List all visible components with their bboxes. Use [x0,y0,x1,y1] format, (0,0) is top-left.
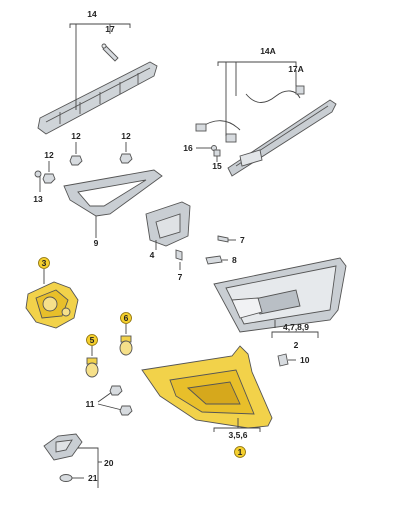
label-15: 15 [212,161,222,171]
part-14a-brake-light-assembly[interactable] [227,99,337,177]
label-7b: 7 [178,272,183,282]
part-12-nut-right[interactable]: 12 [119,131,133,164]
part-7-screw-upper[interactable]: 7 [217,235,245,245]
label-4: 4 [150,250,155,260]
part-10-screw[interactable]: 10 [277,353,310,367]
part-5-bulb[interactable]: 5 [85,334,99,378]
part-11-nuts[interactable]: 11 [86,385,133,416]
part-6-bulb[interactable]: 6 [119,312,133,356]
label-356: 3,5,6 [229,430,248,440]
label-478: 4,7,8,9 [283,322,309,332]
part-20-connector[interactable]: 20 [43,433,114,488]
part-9-mounting-frame[interactable]: 9 [63,169,163,248]
part-21-clip[interactable]: 21 [59,473,98,483]
callout-14: 14 17 [69,9,131,110]
part-17-bulb-holder[interactable] [101,43,119,62]
part-8-clip[interactable]: 8 [205,255,237,265]
label-5: 5 [90,335,95,345]
label-14: 14 [87,9,97,19]
callout-2: 4,7,8,9 2 [271,320,319,350]
label-12b: 12 [121,131,131,141]
label-1: 1 [238,447,243,457]
label-14a: 14A [260,46,276,56]
badge-3: 3 [38,257,50,284]
part-4-bracket[interactable]: 4 [145,201,191,260]
label-8: 8 [232,255,237,265]
part-16-screw[interactable]: 16 [183,143,217,153]
label-10: 10 [300,355,310,365]
label-11: 11 [86,399,95,409]
label-7a: 7 [240,235,245,245]
callout-1: 3,5,6 1 [213,418,261,458]
part-2-inner-tail-light[interactable] [213,257,347,333]
part-15-clip[interactable]: 15 [212,149,222,171]
label-17a: 17A [288,64,304,74]
label-3: 3 [42,258,47,268]
part-14-brake-light-bar[interactable] [37,61,158,135]
label-13: 13 [33,194,43,204]
callout-14a: 14A 17A [217,46,304,136]
part-17a-wiring-harness[interactable] [195,85,305,143]
label-9: 9 [94,238,99,248]
label-12a: 12 [71,131,81,141]
label-12c: 12 [44,150,54,160]
label-20: 20 [104,458,114,468]
part-12-nut-left[interactable]: 12 [69,131,83,166]
part-7-screw-lower[interactable]: 7 [175,249,183,282]
label-16: 16 [183,143,193,153]
label-21: 21 [88,473,98,483]
label-6: 6 [124,313,129,323]
part-13-nut[interactable]: 12 13 [33,150,56,204]
part-1-outer-tail-light[interactable] [141,345,273,429]
part-3-bulb-carrier[interactable] [25,281,79,329]
label-2: 2 [294,340,299,350]
label-17: 17 [105,24,115,34]
